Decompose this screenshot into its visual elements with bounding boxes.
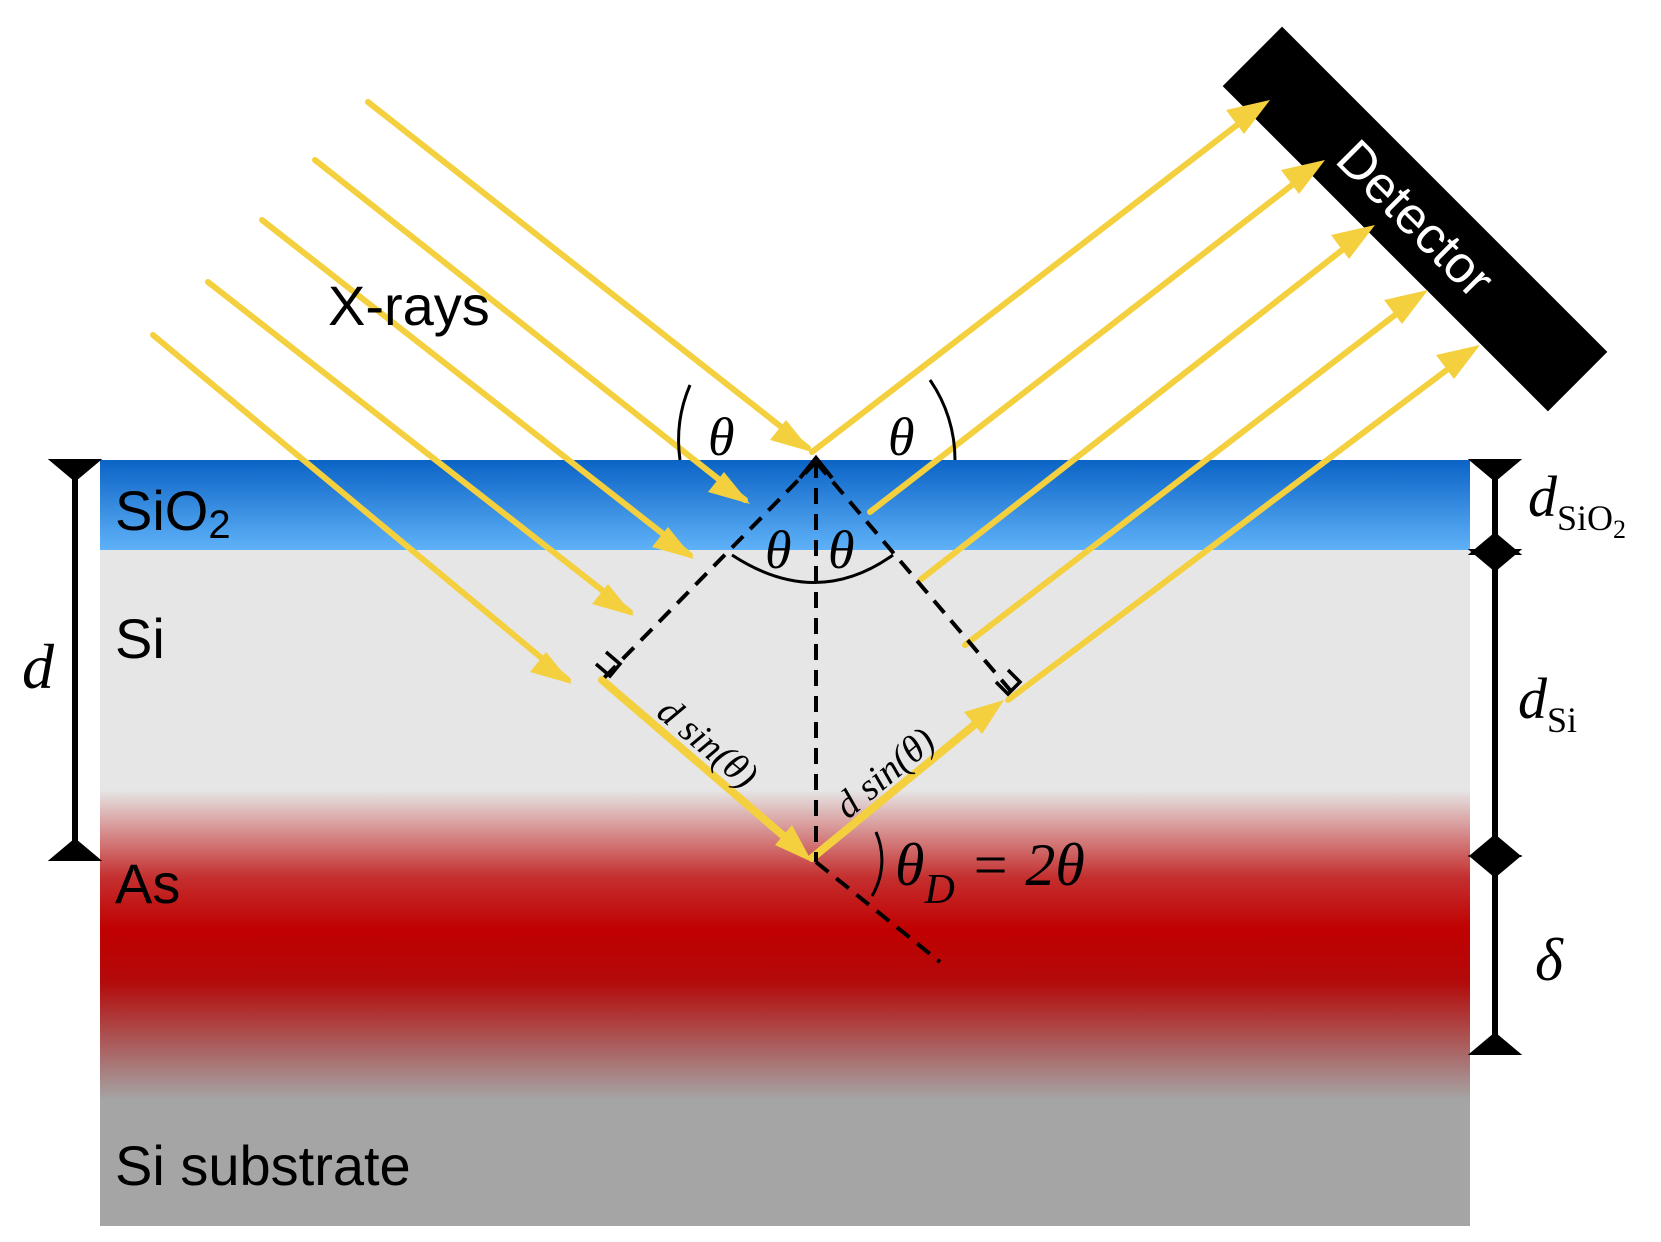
reflected-ray xyxy=(1005,357,1463,703)
theta-d-rest: = 2θ xyxy=(955,832,1085,898)
angle-arcs xyxy=(677,379,957,897)
arrowhead xyxy=(770,420,812,452)
detector-label: Detector xyxy=(1325,129,1505,309)
d-sio2-main: d xyxy=(1528,464,1558,529)
sio2-layer xyxy=(100,460,1470,550)
xrays-label: X-rays xyxy=(328,274,490,337)
theta-reflected: θ xyxy=(888,407,915,467)
incoming-rays xyxy=(150,99,811,683)
d-sio2-label: dSiO2 xyxy=(1528,464,1626,544)
sio2-label-sub: 2 xyxy=(208,503,230,547)
sio2-label: SiO2 xyxy=(115,479,231,547)
inner-reflected-segment xyxy=(808,708,994,862)
incoming-ray xyxy=(205,279,633,615)
arrowhead xyxy=(964,700,1004,734)
arrowhead xyxy=(530,652,572,684)
sio2-label-main: SiO xyxy=(115,479,208,542)
d-si-main: d xyxy=(1518,666,1548,731)
arrowhead xyxy=(592,584,634,616)
d-label: d xyxy=(22,631,55,702)
arc-reflected xyxy=(928,379,957,461)
extension-line xyxy=(814,860,942,964)
arrowhead xyxy=(1281,160,1325,194)
construction-lines xyxy=(600,460,1012,964)
bracket-d-si xyxy=(1467,549,1523,857)
inner-arrowheads xyxy=(775,700,1004,862)
inner-path xyxy=(598,676,994,862)
bracket-delta xyxy=(1467,855,1523,1055)
d-si-sub: Si xyxy=(1547,700,1577,740)
arrowhead xyxy=(775,825,812,862)
reflected-ray xyxy=(809,112,1253,455)
as-label: As xyxy=(115,852,180,915)
substrate-layer xyxy=(100,1100,1470,1226)
right-angle-left xyxy=(594,650,623,679)
arrowhead xyxy=(1384,290,1428,324)
theta-d-sub: D xyxy=(923,867,954,913)
reflected-ray xyxy=(917,237,1358,583)
incoming-ray xyxy=(259,217,693,558)
bracket-d xyxy=(47,459,103,861)
right-angle-right xyxy=(994,668,1023,697)
theta-inner-right: θ xyxy=(828,520,855,580)
wavefront-right xyxy=(814,460,1012,692)
delta-label: δ xyxy=(1535,927,1564,993)
arrowhead xyxy=(1331,225,1375,259)
incoming-ray xyxy=(312,157,748,503)
arrowhead xyxy=(1436,345,1480,379)
reflected-ray xyxy=(962,302,1411,648)
reflected-ray xyxy=(867,172,1308,515)
arrowhead xyxy=(652,527,694,559)
si-layer xyxy=(100,550,1470,790)
d-sio2-sub: SiO xyxy=(1557,498,1613,538)
theta-d-main: θ xyxy=(895,832,924,898)
inner-incident-segment xyxy=(598,676,804,854)
bracket-d-sio2 xyxy=(1467,459,1523,555)
theta-inner-left: θ xyxy=(765,520,792,580)
incoming-ray xyxy=(365,99,811,451)
arc-theta-d xyxy=(870,831,884,897)
arrowhead xyxy=(708,472,750,504)
substrate-label: Si substrate xyxy=(115,1134,411,1197)
right-angle-marks xyxy=(594,650,1023,697)
d-sio2-subsub: 2 xyxy=(1613,515,1626,544)
reflected-arrowheads xyxy=(1226,100,1480,379)
svg-text:θD = 2θ: θD = 2θ xyxy=(895,832,1085,913)
detector: Detector xyxy=(1222,26,1608,412)
d-si-label: dSi xyxy=(1518,666,1577,740)
apex-arrowhead xyxy=(798,454,834,480)
arc-incident xyxy=(677,384,692,461)
arrowhead xyxy=(1226,100,1270,134)
theta-incident: θ xyxy=(708,407,735,467)
si-label: Si xyxy=(115,607,165,670)
incoming-ray xyxy=(150,332,571,683)
arc-inner xyxy=(731,553,894,584)
reflected-rays xyxy=(809,112,1463,703)
incoming-arrowheads xyxy=(530,420,812,684)
theta-d-label: θD = 2θ xyxy=(895,832,1085,913)
